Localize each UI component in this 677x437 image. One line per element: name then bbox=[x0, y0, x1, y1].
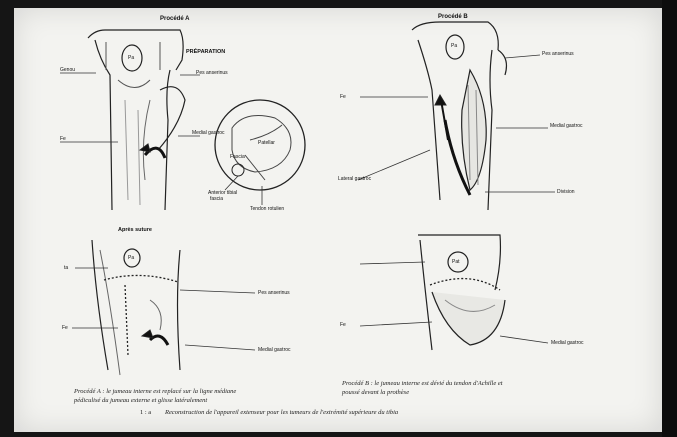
label-medial-a: Medial gastroc bbox=[192, 130, 225, 136]
label-patella-c: Pa bbox=[128, 255, 134, 261]
caption-right-line2: poussé devant la prothèse bbox=[342, 389, 409, 397]
label-division: Division bbox=[557, 189, 575, 195]
label-genou: Genou bbox=[60, 67, 75, 73]
label-lateral-b: Lateral gastroc bbox=[338, 176, 371, 182]
panel-a-subtitle: PRÉPARATION bbox=[186, 49, 225, 55]
label-pes-a: Pes anserinus bbox=[196, 70, 228, 76]
label-fe-b: Fe bbox=[340, 94, 346, 100]
panel-c-drawing bbox=[72, 240, 255, 375]
caption-left-line2: pédiculisé du jumeau externe et glisse l… bbox=[74, 397, 207, 405]
label-fe-c: Fe bbox=[62, 325, 68, 331]
caption-left-line1: Procédé A : le jumeau interne est replac… bbox=[74, 388, 236, 396]
label-pes-c: Pes anserinus bbox=[258, 290, 290, 296]
caption-bottom-prefix: 1 : a bbox=[140, 409, 151, 417]
panel-b-drawing bbox=[358, 22, 555, 210]
caption-right-line1: Procédé B : le jumeau interne est dévié … bbox=[342, 380, 503, 388]
panel-a-title: Procédé A bbox=[160, 16, 189, 22]
label-fe-a: Fe bbox=[60, 136, 66, 142]
panel-d-drawing bbox=[360, 235, 548, 350]
label-patella-a: Pa bbox=[128, 55, 134, 61]
label-medial-d: Medial gastroc bbox=[551, 340, 584, 346]
label-patella-d: Pat bbox=[452, 259, 460, 265]
label-patellar: Patellar bbox=[258, 140, 275, 146]
panel-a-drawing bbox=[60, 30, 305, 210]
caption-bottom: Reconstruction de l'appareil extenseur p… bbox=[165, 409, 398, 417]
panel-c-title: Après suture bbox=[118, 227, 152, 233]
label-fe-d: Fe bbox=[340, 322, 346, 328]
label-medial-c: Medial gastroc bbox=[258, 347, 291, 353]
panel-b-title: Procédé B bbox=[438, 14, 468, 20]
label-pes-b: Pes anserinus bbox=[542, 51, 574, 57]
label-fascia-2: fascia bbox=[210, 196, 223, 202]
label-ta: ta bbox=[64, 265, 68, 271]
label-patella-b: Pa bbox=[451, 43, 457, 49]
label-fascia: Fascia bbox=[230, 154, 245, 160]
label-tendon-rotulien: Tendon rotulien bbox=[250, 206, 284, 212]
label-medial-b: Medial gastroc bbox=[550, 123, 583, 129]
